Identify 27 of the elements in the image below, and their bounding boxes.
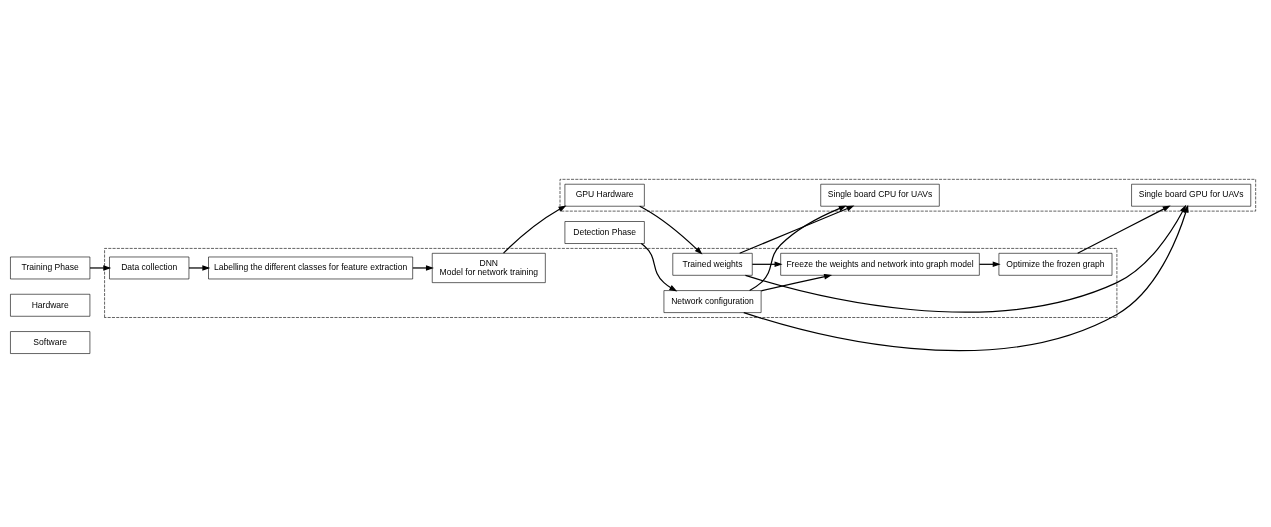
node-box: Optimize the frozen graph [998, 252, 1113, 276]
node-box: Detection Phase [564, 220, 645, 244]
arrow [89, 264, 112, 271]
node-box: Labelling the different classes for feature extraction [208, 256, 413, 279]
arrow [412, 264, 434, 271]
arrow [751, 261, 783, 267]
node-box: Trained weights [672, 252, 753, 276]
arrow [743, 204, 1189, 351]
arrow [760, 273, 833, 291]
arrow [1077, 204, 1171, 254]
node-box: Network configuration [663, 289, 762, 313]
arrow [749, 205, 847, 291]
arrow [188, 264, 211, 271]
arrow [744, 204, 1187, 313]
node-box: Training Phase [10, 256, 91, 279]
node-box: DNN Model for network training [431, 252, 546, 283]
arrow [640, 242, 678, 291]
node-box: Hardware [10, 293, 91, 317]
node-box: Single board CPU for UAVs [820, 183, 940, 207]
node-box: GPU Hardware [564, 183, 645, 207]
node-box: Software [10, 330, 91, 354]
node-box: Freeze the weights and network into graph model [780, 252, 980, 276]
node-box: Single board GPU for UAVs [1131, 183, 1252, 207]
arrow [502, 204, 567, 254]
arrow [639, 205, 703, 255]
node-box: Data collection [109, 256, 190, 279]
arrow [739, 205, 855, 254]
